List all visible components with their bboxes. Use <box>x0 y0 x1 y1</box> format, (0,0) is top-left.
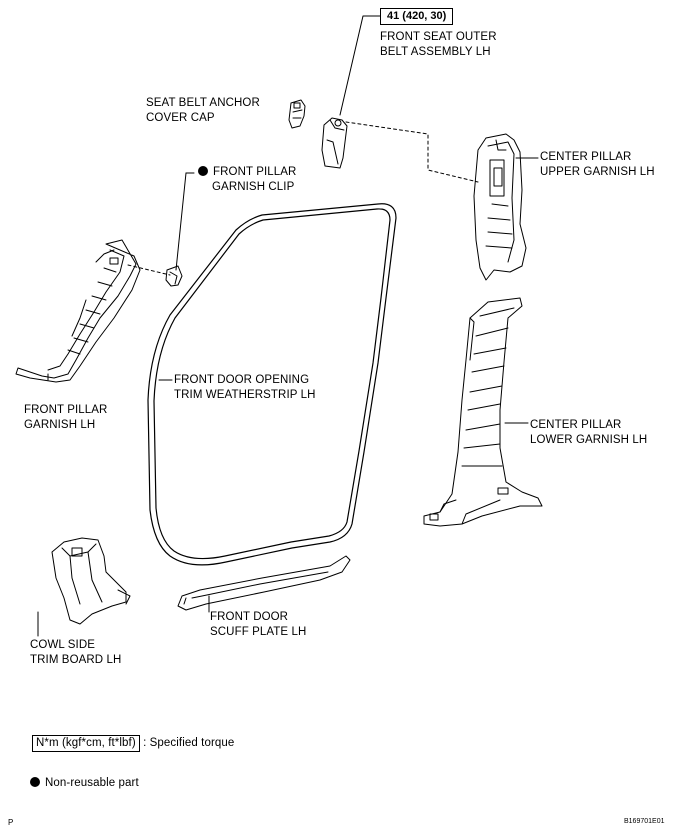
front-door-scuff-plate <box>177 555 351 611</box>
label-line: GARNISH LH <box>24 419 96 431</box>
legend-torque-text: : Specified torque <box>143 737 235 749</box>
label-front-pillar-garnish-clip: FRONT PILLAR GARNISH CLIP <box>198 165 296 195</box>
label-front-pillar-garnish: FRONT PILLAR GARNISH LH <box>24 403 107 433</box>
label-line: FRONT PILLAR <box>198 165 296 180</box>
center-pillar-upper-garnish <box>473 133 527 281</box>
label-line: FRONT PILLAR <box>24 404 108 416</box>
footer-code: B169701E01 <box>624 818 665 825</box>
label-line: FRONT DOOR <box>210 611 289 623</box>
leader-lines <box>37 15 539 637</box>
label-front-door-opening-trim-weatherstrip: FRONT DOOR OPENING TRIM WEATHERSTRIP LH <box>174 373 316 403</box>
label-center-pillar-lower-garnish: CENTER PILLAR LOWER GARNISH LH <box>530 418 647 448</box>
front-pillar-garnish <box>15 239 141 383</box>
label-line: GARNISH CLIP <box>212 181 295 193</box>
label-line: CENTER PILLAR <box>540 151 632 163</box>
torque-spec-box: 41 (420, 30) <box>380 8 454 25</box>
label-line: SEAT BELT ANCHOR <box>146 97 260 109</box>
front-pillar-garnish-clip <box>165 265 183 287</box>
label-line: FRONT DOOR OPENING <box>174 374 310 386</box>
label-line: FRONT SEAT OUTER <box>380 31 497 43</box>
label-front-door-scuff-plate: FRONT DOOR SCUFF PLATE LH <box>210 610 306 640</box>
label-cowl-side-trim-board: COWL SIDE TRIM BOARD LH <box>30 638 121 668</box>
footer-left: P <box>8 818 14 827</box>
label-line: COWL SIDE <box>30 639 96 651</box>
label-center-pillar-upper-garnish: CENTER PILLAR UPPER GARNISH LH <box>540 150 655 180</box>
label-line: UPPER GARNISH LH <box>540 166 655 178</box>
label-front-seat-outer-belt-assembly: FRONT SEAT OUTER BELT ASSEMBLY LH <box>380 30 497 60</box>
label-seat-belt-anchor-cover-cap: SEAT BELT ANCHOR COVER CAP <box>146 96 260 126</box>
seat-belt-anchor-cover-cap <box>288 99 306 129</box>
label-line: SCUFF PLATE LH <box>210 626 307 638</box>
front-door-opening-trim-weatherstrip <box>147 203 397 566</box>
dashed-connectors <box>127 121 479 276</box>
label-line: TRIM BOARD LH <box>30 654 122 666</box>
label-line: BELT ASSEMBLY LH <box>380 46 491 58</box>
legend-nonreusable-text: Non-reusable part <box>30 776 139 791</box>
label-line: TRIM WEATHERSTRIP LH <box>174 389 316 401</box>
label-line: LOWER GARNISH LH <box>530 434 648 446</box>
legend-torque-unit: N*m (kgf*cm, ft*lbf) <box>32 735 140 752</box>
label-line: CENTER PILLAR <box>530 419 622 431</box>
center-pillar-lower-garnish <box>423 297 543 527</box>
cowl-side-trim-board <box>51 537 131 625</box>
front-seat-outer-belt-assembly <box>321 117 348 169</box>
legend-nonreusable: Non-reusable part <box>30 776 139 791</box>
legend-torque: N*m (kgf*cm, ft*lbf) : Specified torque <box>32 735 234 752</box>
label-line: COVER CAP <box>146 112 215 124</box>
